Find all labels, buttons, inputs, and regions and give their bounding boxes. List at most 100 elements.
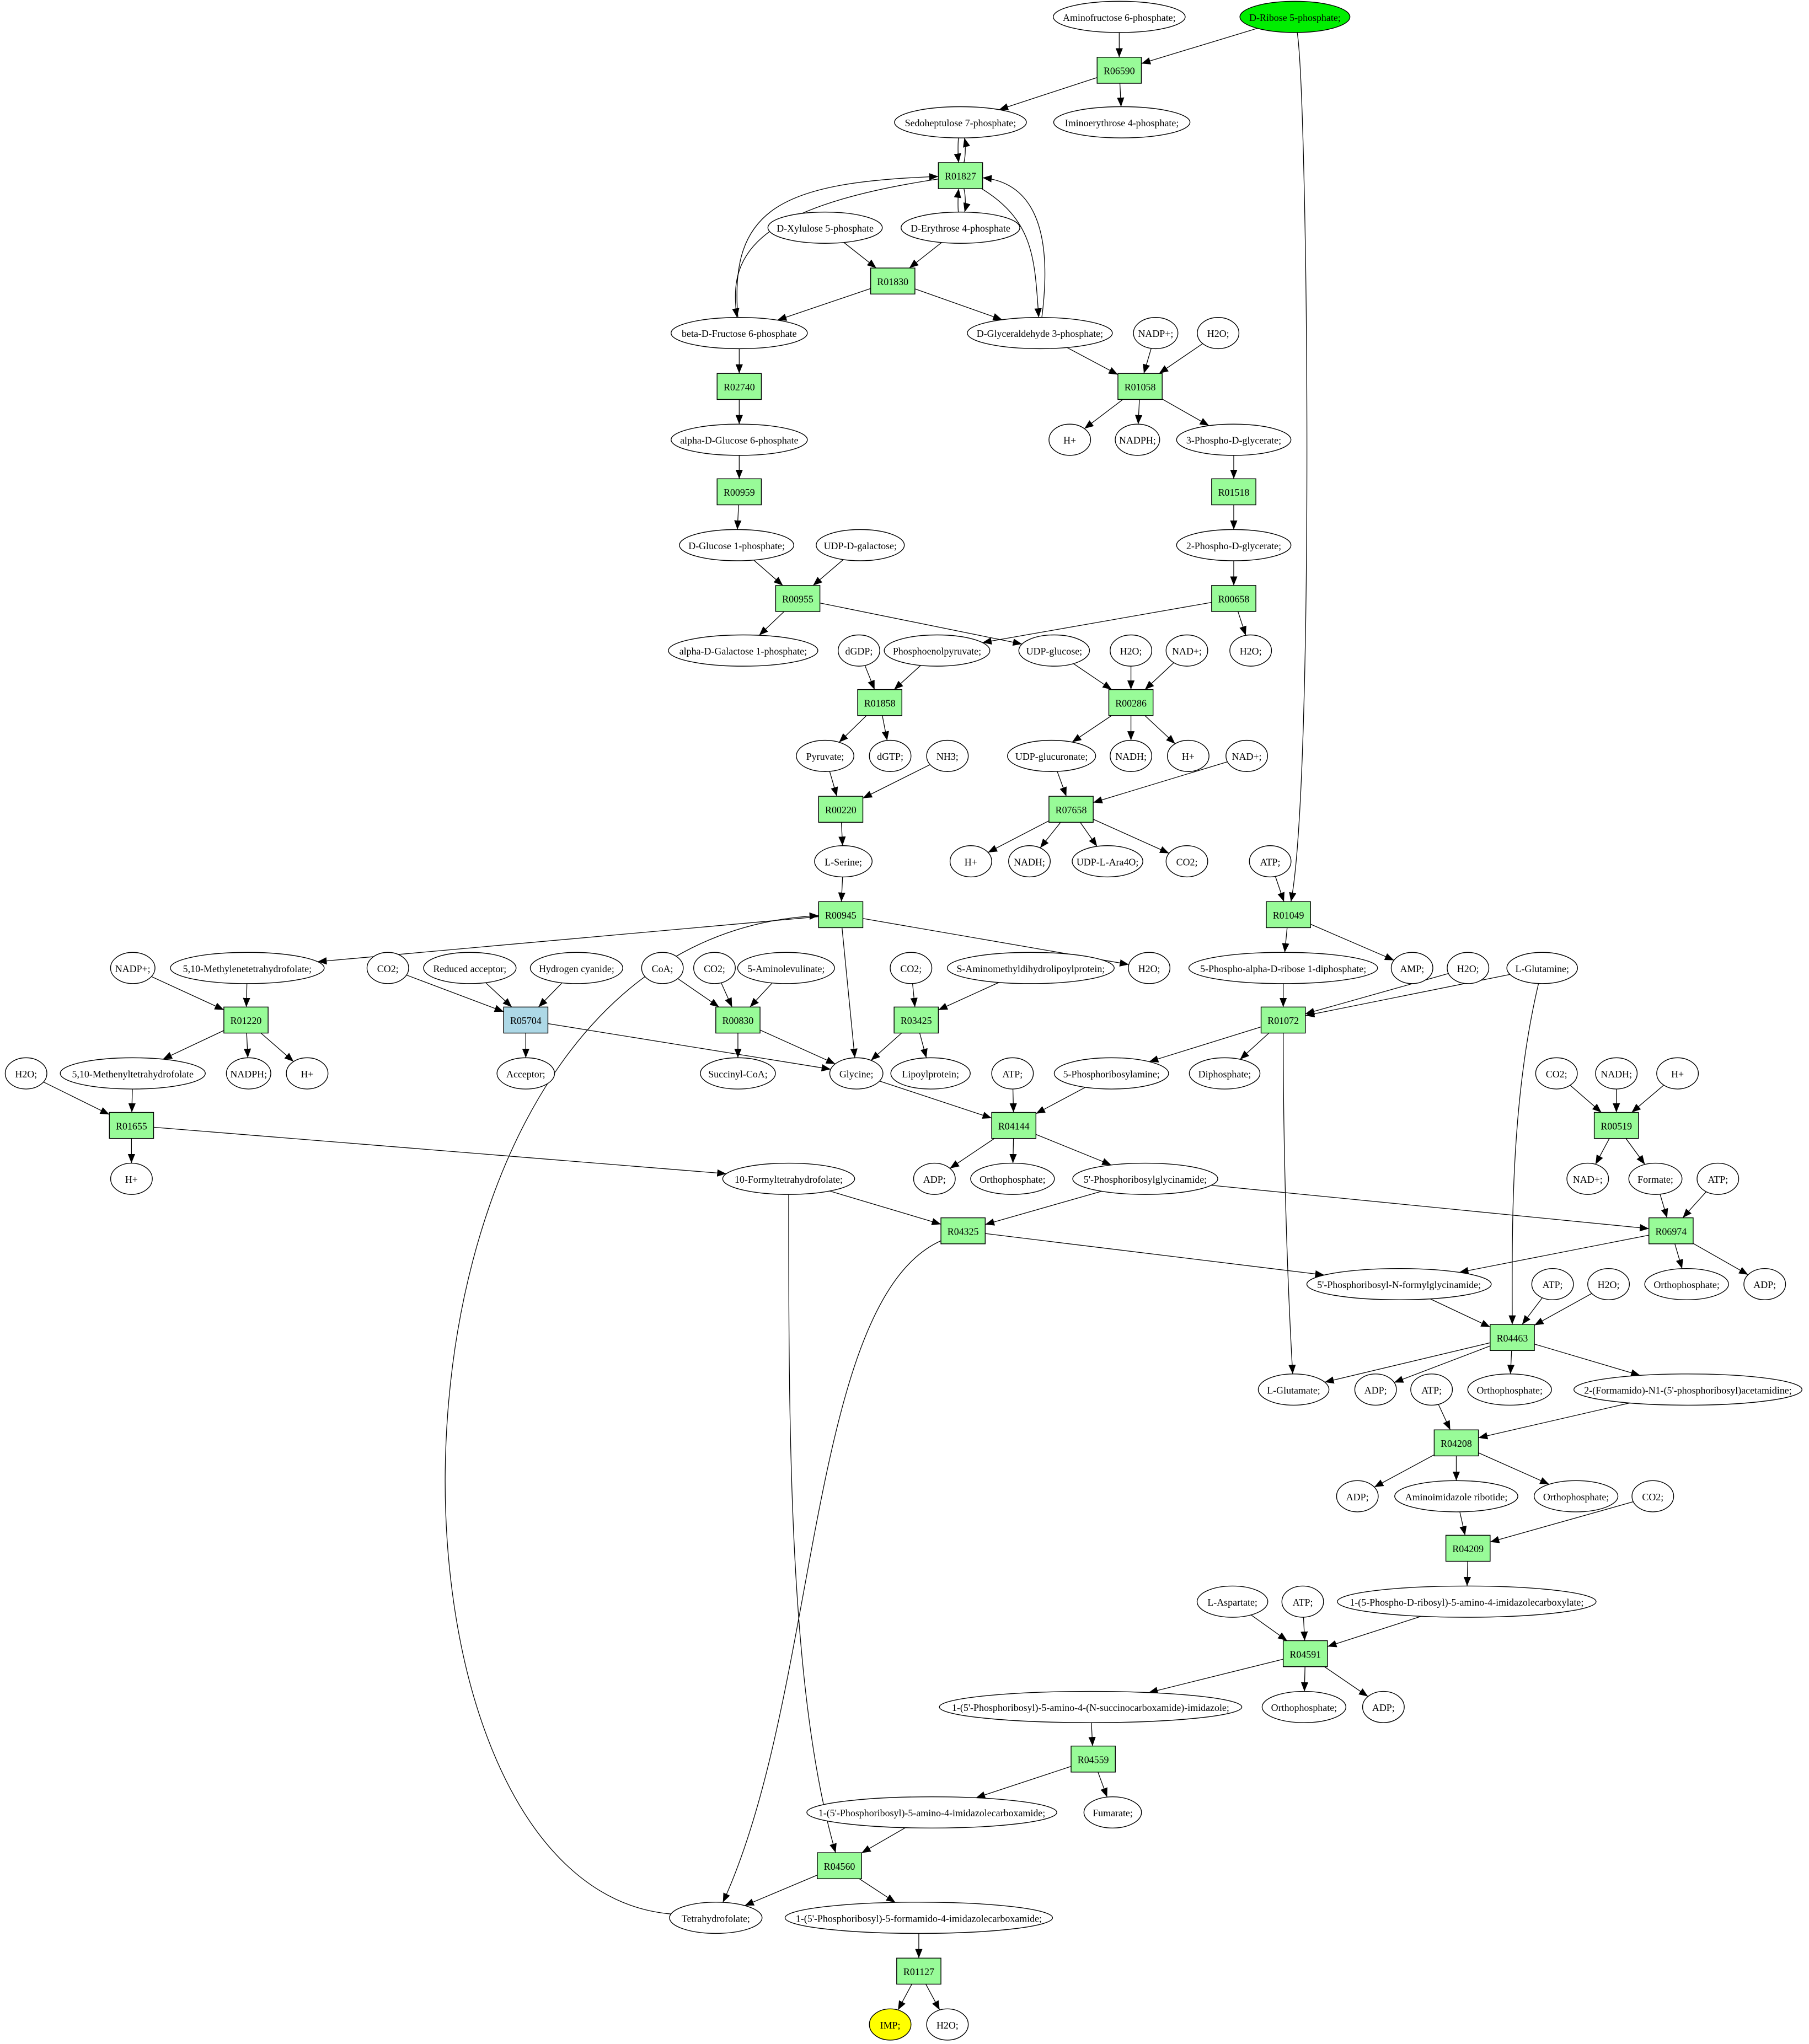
reaction-node-r_R04463[interactable]: R04463 [1490,1324,1535,1351]
compound-node-c_pi1[interactable]: Orthophosphate; [970,1162,1055,1195]
reaction-node-r_R00220[interactable]: R00220 [818,796,864,823]
reaction-node-r_R06974[interactable]: R06974 [1649,1217,1694,1244]
reaction-node-r_R04591[interactable]: R04591 [1282,1640,1328,1667]
compound-node-c_pi3[interactable]: Orthophosphate; [1467,1374,1552,1406]
compound-node-c_udpara[interactable]: UDP-L-Ara4O; [1072,845,1143,878]
compound-node-c_nadh2[interactable]: NADH; [1008,845,1051,878]
compound-node-c_adp4[interactable]: ADP; [1336,1480,1379,1512]
compound-node-c_h2o4[interactable]: H2O; [1128,952,1171,984]
reaction-node-r_R00830[interactable]: R00830 [715,1006,761,1034]
compound-node-c_faicar[interactable]: 1-(5'-Phosphoribosyl)-5-formamido-4-imid… [784,1902,1053,1934]
compound-node-c_form[interactable]: Formate; [1628,1162,1683,1195]
compound-node-c_h1[interactable]: H+ [1048,423,1091,456]
compound-node-c_fthf[interactable]: 10-Formyltetrahydrofolate; [722,1162,855,1195]
compound-node-c_pi5[interactable]: Orthophosphate; [1261,1691,1347,1723]
compound-node-c_s7p[interactable]: Sedoheptulose 7-phosphate; [894,106,1027,138]
compound-node-c_redacc[interactable]: Reduced acceptor; [423,952,517,984]
compound-node-c_dgtp[interactable]: dGTP; [869,739,912,772]
compound-node-c_3pg[interactable]: 3-Phospho-D-glycerate; [1176,423,1292,456]
compound-node-c_udpgal[interactable]: UDP-D-galactose; [816,529,905,561]
reaction-node-r_R05704[interactable]: R05704 [503,1006,549,1034]
compound-node-c_e4p[interactable]: D-Erythrose 4-phosphate [901,211,1020,244]
reaction-node-r_R00945[interactable]: R00945 [818,901,864,929]
compound-node-c_ala[interactable]: 5-Aminolevulinate; [737,952,835,984]
compound-node-c_r5p[interactable]: D-Ribose 5-phosphate; [1239,1,1351,33]
compound-node-c_methf[interactable]: 5,10-Methenyltetrahydrofolate [60,1057,206,1090]
reaction-node-r_R01127[interactable]: R01127 [896,1957,941,1985]
reaction-node-r_R03425[interactable]: R03425 [893,1006,939,1034]
compound-node-c_samdl[interactable]: S-Aminomethyldihydrolipoylprotein; [946,952,1115,984]
compound-node-c_pra[interactable]: 5-Phosphoribosylamine; [1053,1057,1169,1090]
compound-node-c_co2d[interactable]: CO2; [890,952,933,984]
reaction-node-r_R06590[interactable]: R06590 [1096,57,1142,84]
compound-node-c_adp1[interactable]: ADP; [913,1162,956,1195]
compound-node-c_nadp2[interactable]: NADP+; [110,952,156,984]
compound-node-c_h3[interactable]: H+ [949,845,992,878]
reaction-node-r_R01858[interactable]: R01858 [857,689,902,716]
compound-node-c_aicar[interactable]: 1-(5'-Phosphoribosyl)-5-amino-4-imidazol… [806,1796,1057,1829]
reaction-node-r_R01518[interactable]: R01518 [1211,478,1256,506]
reaction-node-r_R07658[interactable]: R07658 [1048,796,1094,823]
compound-node-c_atp2[interactable]: ATP; [991,1057,1034,1090]
compound-node-c_fgar[interactable]: 5'-Phosphoribosyl-N-formylglycinamide; [1306,1268,1492,1300]
reaction-node-r_R00955[interactable]: R00955 [775,585,821,612]
compound-node-c_gly[interactable]: Glycine; [829,1057,884,1090]
compound-node-c_pi2[interactable]: Orthophosphate; [1644,1268,1729,1300]
compound-node-c_co2f[interactable]: CO2; [1631,1480,1674,1512]
compound-node-c_nadp1[interactable]: NADP+; [1133,317,1179,350]
compound-node-c_adp2[interactable]: ADP; [1743,1268,1786,1300]
compound-node-c_f6p[interactable]: beta-D-Fructose 6-phosphate [671,317,808,350]
compound-node-c_pi4[interactable]: Orthophosphate; [1533,1480,1619,1512]
compound-node-c_xu5p[interactable]: D-Xylulose 5-phosphate [767,211,883,244]
compound-node-c_fum[interactable]: Fumarate; [1083,1796,1142,1829]
compound-node-c_adp5[interactable]: ADP; [1362,1691,1405,1723]
compound-node-c_udpgla[interactable]: UDP-glucuronate; [1007,739,1096,772]
compound-node-c_amf[interactable]: Aminofructose 6-phosphate; [1053,1,1186,33]
reaction-node-r_R00658[interactable]: R00658 [1211,585,1256,612]
compound-node-c_h4[interactable]: H+ [286,1057,329,1090]
compound-node-c_coa[interactable]: CoA; [641,952,684,984]
compound-node-c_saicar[interactable]: 1-(5'-Phosphoribosyl)-5-amino-4-(N-succi… [939,1691,1243,1723]
compound-node-c_nadh3[interactable]: NADH; [1595,1057,1638,1090]
compound-node-c_gln[interactable]: L-Glutamine; [1506,952,1578,984]
compound-node-c_atp5[interactable]: ATP; [1410,1374,1453,1406]
compound-node-c_ppi[interactable]: Diphosphate; [1189,1057,1261,1090]
compound-node-c_udpglc[interactable]: UDP-glucose; [1018,634,1090,667]
compound-node-c_ser[interactable]: L-Serine; [814,845,873,878]
reaction-node-r_R04325[interactable]: R04325 [940,1217,986,1244]
compound-node-c_h2[interactable]: H+ [1166,739,1209,772]
reaction-node-r_R01220[interactable]: R01220 [223,1006,269,1034]
compound-node-c_nadph1[interactable]: NADPH; [1115,423,1160,456]
reaction-node-r_R01049[interactable]: R01049 [1266,901,1311,929]
compound-node-c_fgam[interactable]: 2-(Formamido)-N1-(5'-phosphoribosyl)acet… [1573,1374,1803,1406]
reaction-node-r_R01827[interactable]: R01827 [938,162,983,189]
compound-node-c_nad2[interactable]: NAD+; [1225,739,1269,772]
compound-node-c_h2o3[interactable]: H2O; [1229,634,1272,667]
compound-node-c_2pg[interactable]: 2-Phospho-D-glycerate; [1176,529,1292,561]
compound-node-c_atp3[interactable]: ATP; [1696,1162,1740,1195]
reaction-node-r_R00519[interactable]: R00519 [1593,1112,1639,1139]
compound-node-c_nadh1[interactable]: NADH; [1110,739,1153,772]
compound-node-c_pyr[interactable]: Pyruvate; [796,739,854,772]
compound-node-c_nh3[interactable]: NH3; [926,739,969,772]
compound-node-c_h2o5[interactable]: H2O; [1447,952,1490,984]
compound-node-c_h2o2[interactable]: H2O; [1110,634,1153,667]
compound-node-c_succoa[interactable]: Succinyl-CoA; [700,1057,776,1090]
compound-node-c_co2e[interactable]: CO2; [1535,1057,1578,1090]
reaction-node-r_R00959[interactable]: R00959 [716,478,762,506]
compound-node-c_nad3[interactable]: NAD+; [1566,1162,1609,1195]
compound-node-c_h2o8[interactable]: H2O; [926,2008,969,2041]
reaction-node-r_R04560[interactable]: R04560 [817,1852,862,1880]
compound-node-c_gap[interactable]: D-Glyceraldehyde 3-phosphate; [967,317,1113,350]
compound-node-c_acc[interactable]: Acceptor; [496,1057,555,1090]
reaction-node-r_R04144[interactable]: R04144 [991,1112,1037,1139]
compound-node-c_atp1[interactable]: ATP; [1249,845,1292,878]
compound-node-c_mthf[interactable]: 5,10-Methylenetetrahydrofolate; [170,952,325,984]
compound-node-c_h5[interactable]: H+ [1656,1057,1699,1090]
compound-node-c_gar[interactable]: 5'-Phosphoribosylglycinamide; [1072,1162,1218,1195]
compound-node-c_h2o1[interactable]: H2O; [1197,317,1240,350]
compound-node-c_glu[interactable]: L-Glutamate; [1257,1374,1330,1406]
compound-node-c_imp[interactable]: IMP; [869,2008,912,2041]
compound-node-c_gal1p[interactable]: alpha-D-Galactose 1-phosphate; [668,634,818,667]
compound-node-c_co2c[interactable]: CO2; [693,952,736,984]
